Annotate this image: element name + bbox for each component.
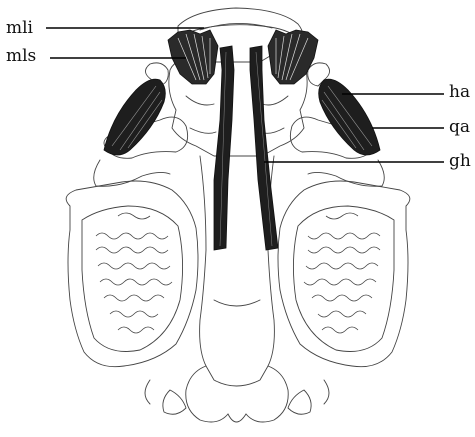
label-gh: gh [449, 153, 471, 170]
right-gill-folds [304, 213, 380, 333]
label-qa: qa [449, 119, 470, 136]
leader-lines [46, 28, 444, 162]
label-mli: mli [6, 20, 33, 37]
left-central-muscle [214, 46, 234, 250]
left-lateral-muscle [104, 79, 165, 155]
label-mls: mls [6, 48, 36, 65]
right-fan-muscle [268, 30, 318, 84]
left-fan-muscle [168, 30, 218, 84]
skull-outline [66, 8, 410, 422]
right-lateral-muscle [319, 79, 380, 155]
label-ha: ha [449, 84, 470, 101]
left-gill-folds [96, 213, 172, 333]
